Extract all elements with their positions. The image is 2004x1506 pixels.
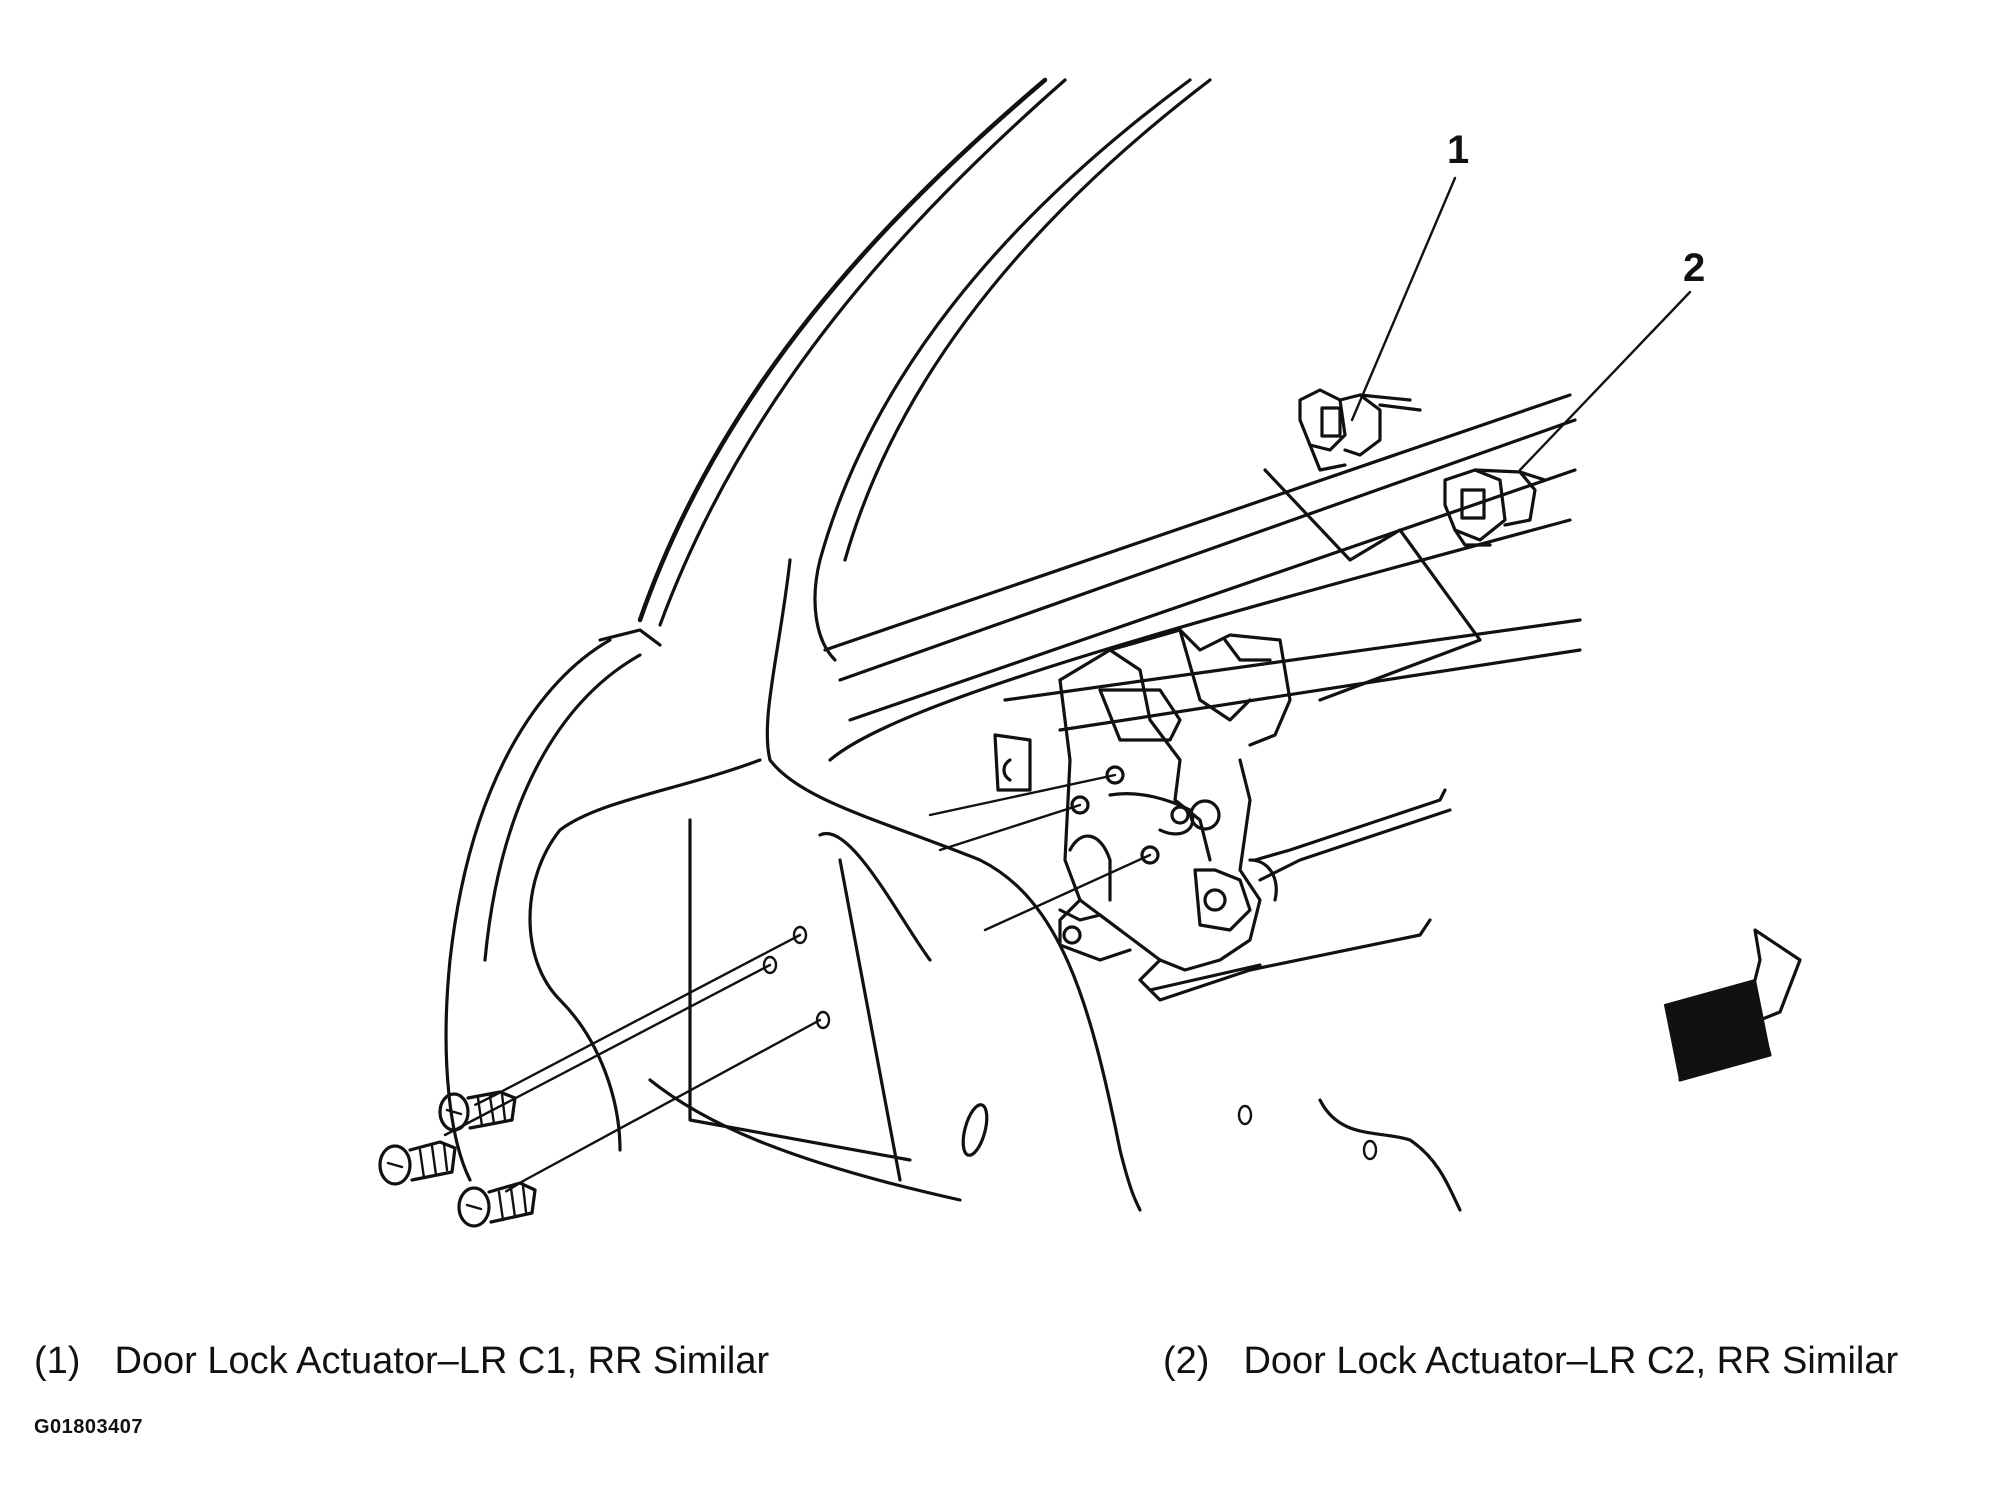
panel-bracket [1318, 1098, 1462, 1212]
screw-1 [438, 1090, 517, 1132]
screw-3 [457, 1181, 537, 1228]
connector-c1 [1298, 388, 1422, 472]
callout-number-2: 2 [1683, 246, 1706, 290]
door-frame-outline [444, 77, 1212, 1212]
connector-c2 [1443, 468, 1547, 547]
legend-text: Door Lock Actuator–LR C1, RR Similar [114, 1340, 770, 1382]
figure-id: G01803407 [34, 1416, 144, 1438]
screw-2 [378, 1140, 457, 1186]
screw-guide-lines [443, 773, 1152, 1197]
panel-slot [961, 1103, 989, 1157]
callout-leader-2 [1518, 290, 1692, 472]
door-trim-panels [823, 393, 1582, 762]
legend-item-2: (2) Door Lock Actuator–LR C2, RR Similar [1163, 1342, 1898, 1380]
legend-item-1: (1) Door Lock Actuator–LR C1, RR Similar [34, 1342, 769, 1380]
mounting-screws [378, 1090, 537, 1228]
callout-number-1: 1 [1447, 128, 1470, 172]
front-direction-arrow [1663, 928, 1802, 1082]
door-lock-actuator [993, 628, 1452, 1002]
trim-cutout-outline [1263, 468, 1482, 702]
callout-leader-1 [1350, 176, 1457, 422]
legend-text: Door Lock Actuator–LR C2, RR Similar [1243, 1340, 1899, 1382]
panel-hole [1237, 1104, 1253, 1126]
panel-hole [1362, 1139, 1378, 1161]
legend-number: (1) [34, 1340, 81, 1382]
legend-number: (2) [1163, 1340, 1210, 1382]
